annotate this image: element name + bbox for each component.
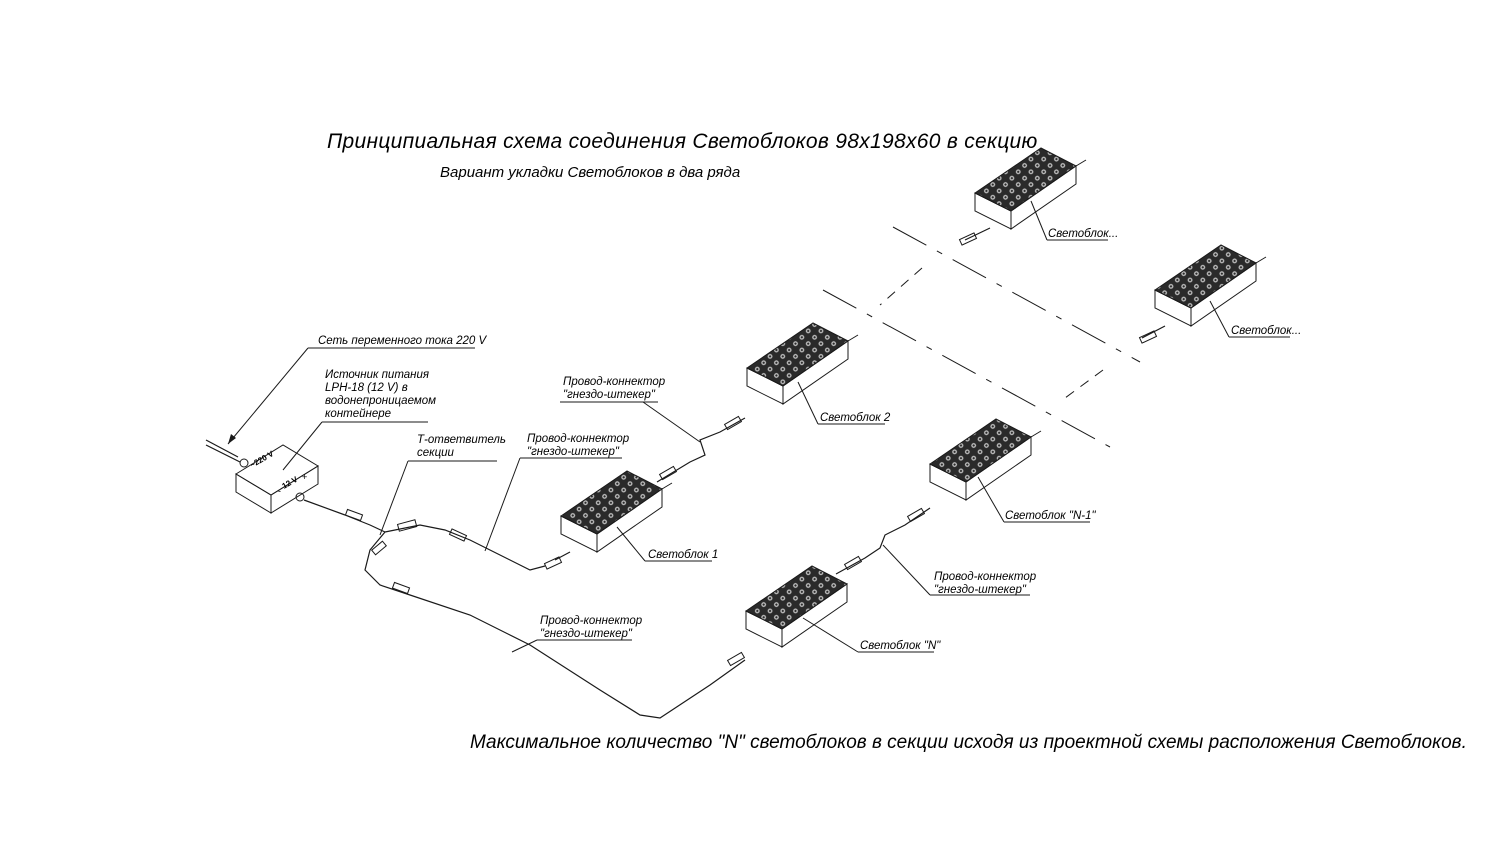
- label-psu-line4: контейнере: [325, 408, 391, 420]
- psu-plus-mark: +: [302, 472, 307, 482]
- label-psu-line1: Источник питания: [325, 369, 429, 381]
- label-mains: Сеть переменного тока 220 V: [318, 335, 487, 347]
- label-block-1: Светоблок 1: [648, 549, 718, 561]
- psu-12v-mark: 12 V: [281, 474, 300, 490]
- power-supply-box: ~220 V 12 V - +: [205, 439, 346, 516]
- wire-harness: [344, 227, 1166, 719]
- light-block-top: [974, 147, 1087, 230]
- diagram-subtitle: Вариант укладки Светоблоков в два ряда: [440, 164, 740, 181]
- label-wire-a-line2: "гнездо-штекер": [527, 446, 620, 458]
- label-wire-b-line1: Провод-коннектор: [563, 376, 666, 388]
- light-block-1: [560, 470, 673, 553]
- label-wire-c-line1: Провод-коннектор: [540, 615, 643, 627]
- light-block-n: [745, 565, 848, 648]
- label-wire-d-line2: "гнездо-штекер": [934, 584, 1027, 596]
- light-block-n-1: [929, 418, 1042, 501]
- label-wire-a-line1: Провод-коннектор: [527, 433, 630, 445]
- label-psu-line2: LPH-18 (12 V) в: [325, 382, 408, 394]
- psu-220v-mark: ~220 V: [249, 449, 276, 470]
- label-tee-line2: секции: [417, 447, 455, 459]
- diagram-footer-note: Максимальное количество "N" светоблоков …: [470, 732, 1467, 753]
- leader-lines: [227, 200, 1290, 653]
- label-psu-line3: водонепроницаемом: [325, 395, 436, 407]
- label-tee-line1: Т-ответвитель: [417, 434, 506, 446]
- light-block-right: [1154, 244, 1267, 327]
- label-block-n: Светоблок "N": [860, 640, 941, 652]
- label-block-2: Светоблок 2: [820, 412, 891, 424]
- psu-minus-mark: -: [278, 486, 281, 496]
- label-block-right: Светоблок...: [1231, 325, 1301, 337]
- label-wire-b-line2: "гнездо-штекер": [563, 389, 656, 401]
- label-wire-c-line2: "гнездо-штекер": [540, 628, 633, 640]
- label-block-top: Светоблок...: [1048, 228, 1118, 240]
- diagram-title: Принципиальная схема соединения Светобло…: [327, 130, 1038, 153]
- label-block-n-1: Светоблок "N-1": [1005, 510, 1097, 522]
- section-boundary-lines: [822, 226, 1141, 448]
- light-block-2: [746, 322, 859, 405]
- label-wire-d-line1: Провод-коннектор: [934, 571, 1037, 583]
